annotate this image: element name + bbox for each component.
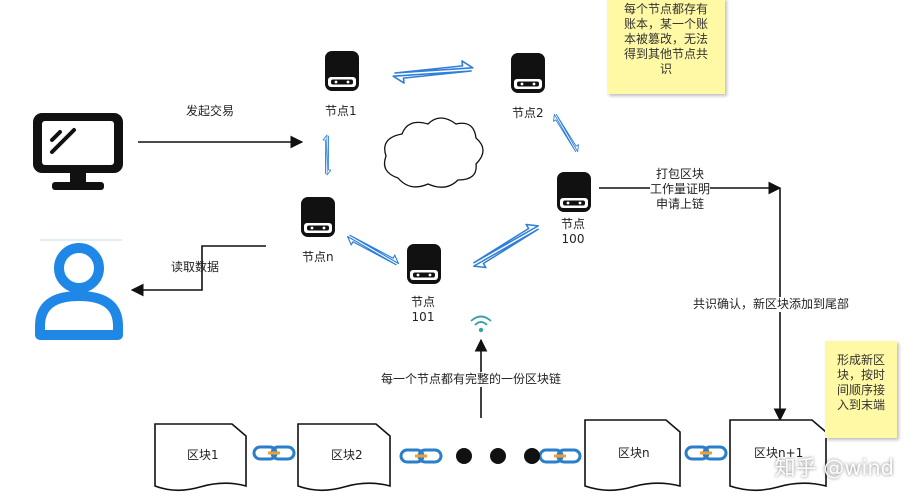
node-n-drive-icon — [301, 197, 335, 237]
wifi-icon — [470, 315, 492, 333]
node-n-label: 节点n — [302, 250, 334, 264]
block-2-document — [297, 423, 391, 492]
node-1-label: 节点1 — [325, 104, 357, 118]
ellipsis-dot — [456, 448, 472, 464]
chain-link-icon — [399, 448, 443, 464]
block-n1-label: 区块n+1 — [754, 446, 804, 460]
node-2-label: 节点2 — [512, 106, 544, 120]
note-line: 形成新区 — [836, 353, 885, 367]
chain-link-icon — [252, 445, 296, 461]
node-100-line: 节点 — [561, 217, 586, 231]
initiate-tx-label: 发起交易 — [186, 104, 235, 118]
chain-link-icon — [538, 448, 582, 464]
pack-block-label: 打包区块 工作量证明 申请上链 — [650, 167, 711, 212]
sync-arrow-1-n — [322, 134, 332, 176]
note-line: 块，按时 — [836, 368, 885, 382]
note-line: 间顺序接 — [836, 383, 885, 397]
ellipsis-dot — [490, 448, 506, 464]
block-n-document — [584, 419, 681, 492]
node-100-label: 节点 100 — [561, 217, 585, 247]
user-icon — [35, 239, 123, 340]
note-line: 本被篡改，无法 — [623, 32, 708, 46]
arrow-read-data — [130, 245, 266, 297]
node-100-line: 100 — [561, 232, 585, 246]
node-101-line: 101 — [411, 310, 435, 324]
block-n1-document — [729, 419, 827, 492]
chain-link-icon — [684, 445, 728, 461]
node-101-label: 节点 101 — [411, 295, 435, 325]
sync-arrow-n-101 — [344, 230, 402, 270]
note-line: 账本，某一个账 — [623, 17, 708, 31]
consensus-label: 共识确认，新区块添加到尾部 — [693, 297, 850, 312]
ellipsis-dot — [524, 448, 540, 464]
computer-icon — [33, 113, 123, 190]
node-2-drive-icon — [511, 53, 545, 93]
pack-block-line: 打包区块 — [656, 167, 705, 181]
sync-arrow-101-100 — [468, 218, 544, 274]
node-101-drive-icon — [407, 244, 441, 284]
pack-block-line: 工作量证明 — [650, 182, 711, 196]
block-1-document — [154, 423, 247, 492]
block-2-label: 区块2 — [331, 448, 363, 462]
block-1-label: 区块1 — [187, 448, 219, 462]
block-n-label: 区块n — [618, 446, 650, 460]
sticky-note-ledger: 每个节点都存有 账本，某一个账 本被篡改，无法 得到其他节点共 识 — [607, 0, 725, 94]
node-101-line: 节点 — [411, 295, 436, 309]
note-line: 入到末端 — [836, 398, 885, 412]
full-chain-label: 每一个节点都有完整的一份区块链 — [381, 372, 562, 387]
sync-arrow-1-2 — [391, 59, 475, 85]
node-100-drive-icon — [557, 172, 591, 212]
sticky-note-new-block: 形成新区 块，按时 间顺序接 入到末端 — [825, 341, 897, 438]
pack-block-line: 申请上链 — [656, 197, 705, 211]
note-line: 每个节点都存有 — [623, 2, 708, 16]
node-1-drive-icon — [325, 51, 359, 91]
note-line: 得到其他节点共 — [623, 47, 708, 61]
note-line: 识 — [659, 62, 672, 76]
read-data-label: 读取数据 — [171, 260, 220, 274]
cloud-icon — [383, 117, 484, 188]
sync-arrow-2-100 — [550, 111, 582, 155]
watermark: 知乎 @wind — [774, 456, 894, 480]
